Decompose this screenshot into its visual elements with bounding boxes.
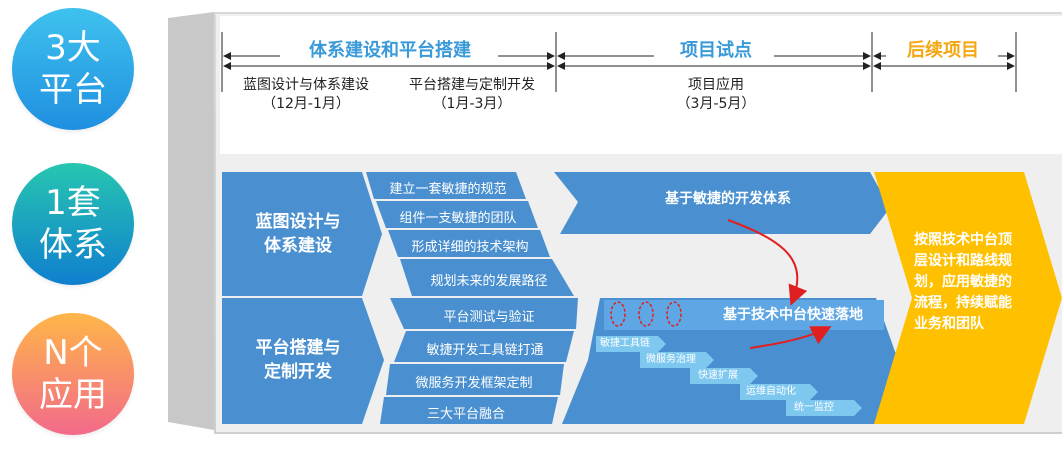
future-line-4: 流程，持续赋能 bbox=[914, 295, 1012, 311]
future-text: 按照技术中台顶 层设计和路线规 划，应用敏捷的 流程，持续赋能 业务和团队 bbox=[914, 230, 1036, 335]
step-tag-shape bbox=[690, 368, 758, 384]
platforms-circle-line1: 3大 bbox=[45, 28, 101, 68]
future-line-1: 按照技术中台顶 bbox=[914, 232, 1012, 248]
step-tag-shape bbox=[596, 336, 666, 352]
block-top-title-line1: 蓝图设计与 bbox=[255, 212, 341, 232]
header-area bbox=[220, 16, 1062, 154]
system-circle-line1: 1套 bbox=[45, 183, 101, 223]
red-arrow-top bbox=[727, 219, 808, 306]
item-shape bbox=[366, 172, 526, 199]
subphase3: 项目应用 （3月-5月） bbox=[656, 76, 776, 114]
subphase2-title: 平台搭建与定制开发 bbox=[409, 77, 535, 93]
top-item-2: 组件一支敏捷的团队 bbox=[399, 211, 517, 226]
item-shape bbox=[380, 397, 558, 424]
item-shape bbox=[376, 201, 538, 228]
platforms-circle-line2: 平台 bbox=[39, 70, 107, 110]
block-bottom-title-line1: 平台搭建与 bbox=[255, 338, 341, 358]
pilot-bottom-label: 基于技术中台快速落地 bbox=[723, 307, 863, 323]
step-tag-shape bbox=[740, 384, 818, 400]
block-top-title: 蓝图设计与 体系建设 bbox=[228, 210, 368, 258]
subphase2-period: （1月-3月） bbox=[432, 96, 512, 112]
block-top-title-shape bbox=[222, 172, 382, 296]
block-bottom-title: 平台搭建与 定制开发 bbox=[228, 336, 368, 384]
future-line-3: 划，应用敏捷的 bbox=[914, 274, 1012, 290]
phase1-title: 体系建设和平台搭建 bbox=[309, 40, 471, 61]
phase2-title: 项目试点 bbox=[680, 40, 752, 61]
cycle-icons bbox=[610, 301, 682, 327]
system-circle: 1套 体系 bbox=[12, 163, 134, 285]
applications-circle-line1: N个 bbox=[43, 333, 103, 373]
block-top-title-line2: 体系建设 bbox=[264, 236, 332, 256]
step-tag-shape bbox=[640, 352, 714, 368]
step-tag-5: 统一监控 bbox=[794, 402, 834, 413]
item-shape bbox=[400, 259, 574, 296]
applications-circle-line2: 应用 bbox=[39, 375, 107, 415]
subphase1-period: （12月-1月） bbox=[262, 96, 350, 112]
pilot-top-band bbox=[554, 172, 890, 234]
bottom-item-3: 微服务开发框架定制 bbox=[415, 376, 533, 391]
subphase1: 蓝图设计与体系建设 （12月-1月） bbox=[220, 76, 392, 114]
subphase2: 平台搭建与定制开发 （1月-3月） bbox=[386, 76, 558, 114]
item-shape bbox=[394, 331, 574, 362]
red-arrow-bottom bbox=[749, 326, 832, 349]
future-block-shape bbox=[874, 172, 1062, 424]
item-shape bbox=[386, 364, 564, 395]
roadmap-frame: 体系建设和平台搭建 项目试点 后续项目 蓝图设计与体系建设 （12月-1月） 平… bbox=[168, 12, 1062, 449]
cycle-icon bbox=[666, 301, 682, 327]
item-shape bbox=[390, 298, 578, 329]
item-shape bbox=[388, 230, 550, 257]
applications-circle: N个 应用 bbox=[12, 313, 134, 435]
roadmap-graphics bbox=[168, 12, 1062, 434]
system-circle-line2: 体系 bbox=[39, 225, 107, 265]
cycle-icon bbox=[638, 301, 654, 327]
bottom-item-4: 三大平台融合 bbox=[426, 407, 505, 422]
step-tag-4: 运维自动化 bbox=[746, 386, 796, 397]
bottom-item-1: 平台测试与验证 bbox=[443, 310, 535, 325]
step-tag-2: 微服务治理 bbox=[646, 354, 696, 365]
subphase1-title: 蓝图设计与体系建设 bbox=[243, 77, 369, 93]
future-line-5: 业务和团队 bbox=[914, 316, 984, 332]
subphase3-period: （3月-5月） bbox=[676, 96, 756, 112]
platforms-circle: 3大 平台 bbox=[12, 8, 134, 130]
subphase3-title: 项目应用 bbox=[688, 77, 744, 93]
top-item-1: 建立一套敏捷的规范 bbox=[389, 182, 507, 197]
cycle-icon bbox=[610, 301, 626, 327]
block-bottom-title-line2: 定制开发 bbox=[264, 362, 332, 382]
block-bottom-title-shape bbox=[222, 298, 384, 424]
step-tag-3: 快速扩展 bbox=[698, 370, 738, 381]
top-item-3: 形成详细的技术架构 bbox=[411, 240, 529, 255]
backdrop-left-bevel bbox=[168, 12, 214, 430]
pilot-top-label: 基于敏捷的开发体系 bbox=[665, 191, 791, 207]
future-line-2: 层设计和路线规 bbox=[914, 253, 1012, 269]
top-item-4: 规划未来的发展路径 bbox=[430, 274, 548, 289]
step-tag-1: 敏捷工具链 bbox=[600, 338, 650, 349]
bottom-item-2: 敏捷开发工具链打通 bbox=[426, 343, 544, 358]
phase3-title: 后续项目 bbox=[907, 40, 979, 61]
step-tag-shape bbox=[786, 400, 862, 416]
